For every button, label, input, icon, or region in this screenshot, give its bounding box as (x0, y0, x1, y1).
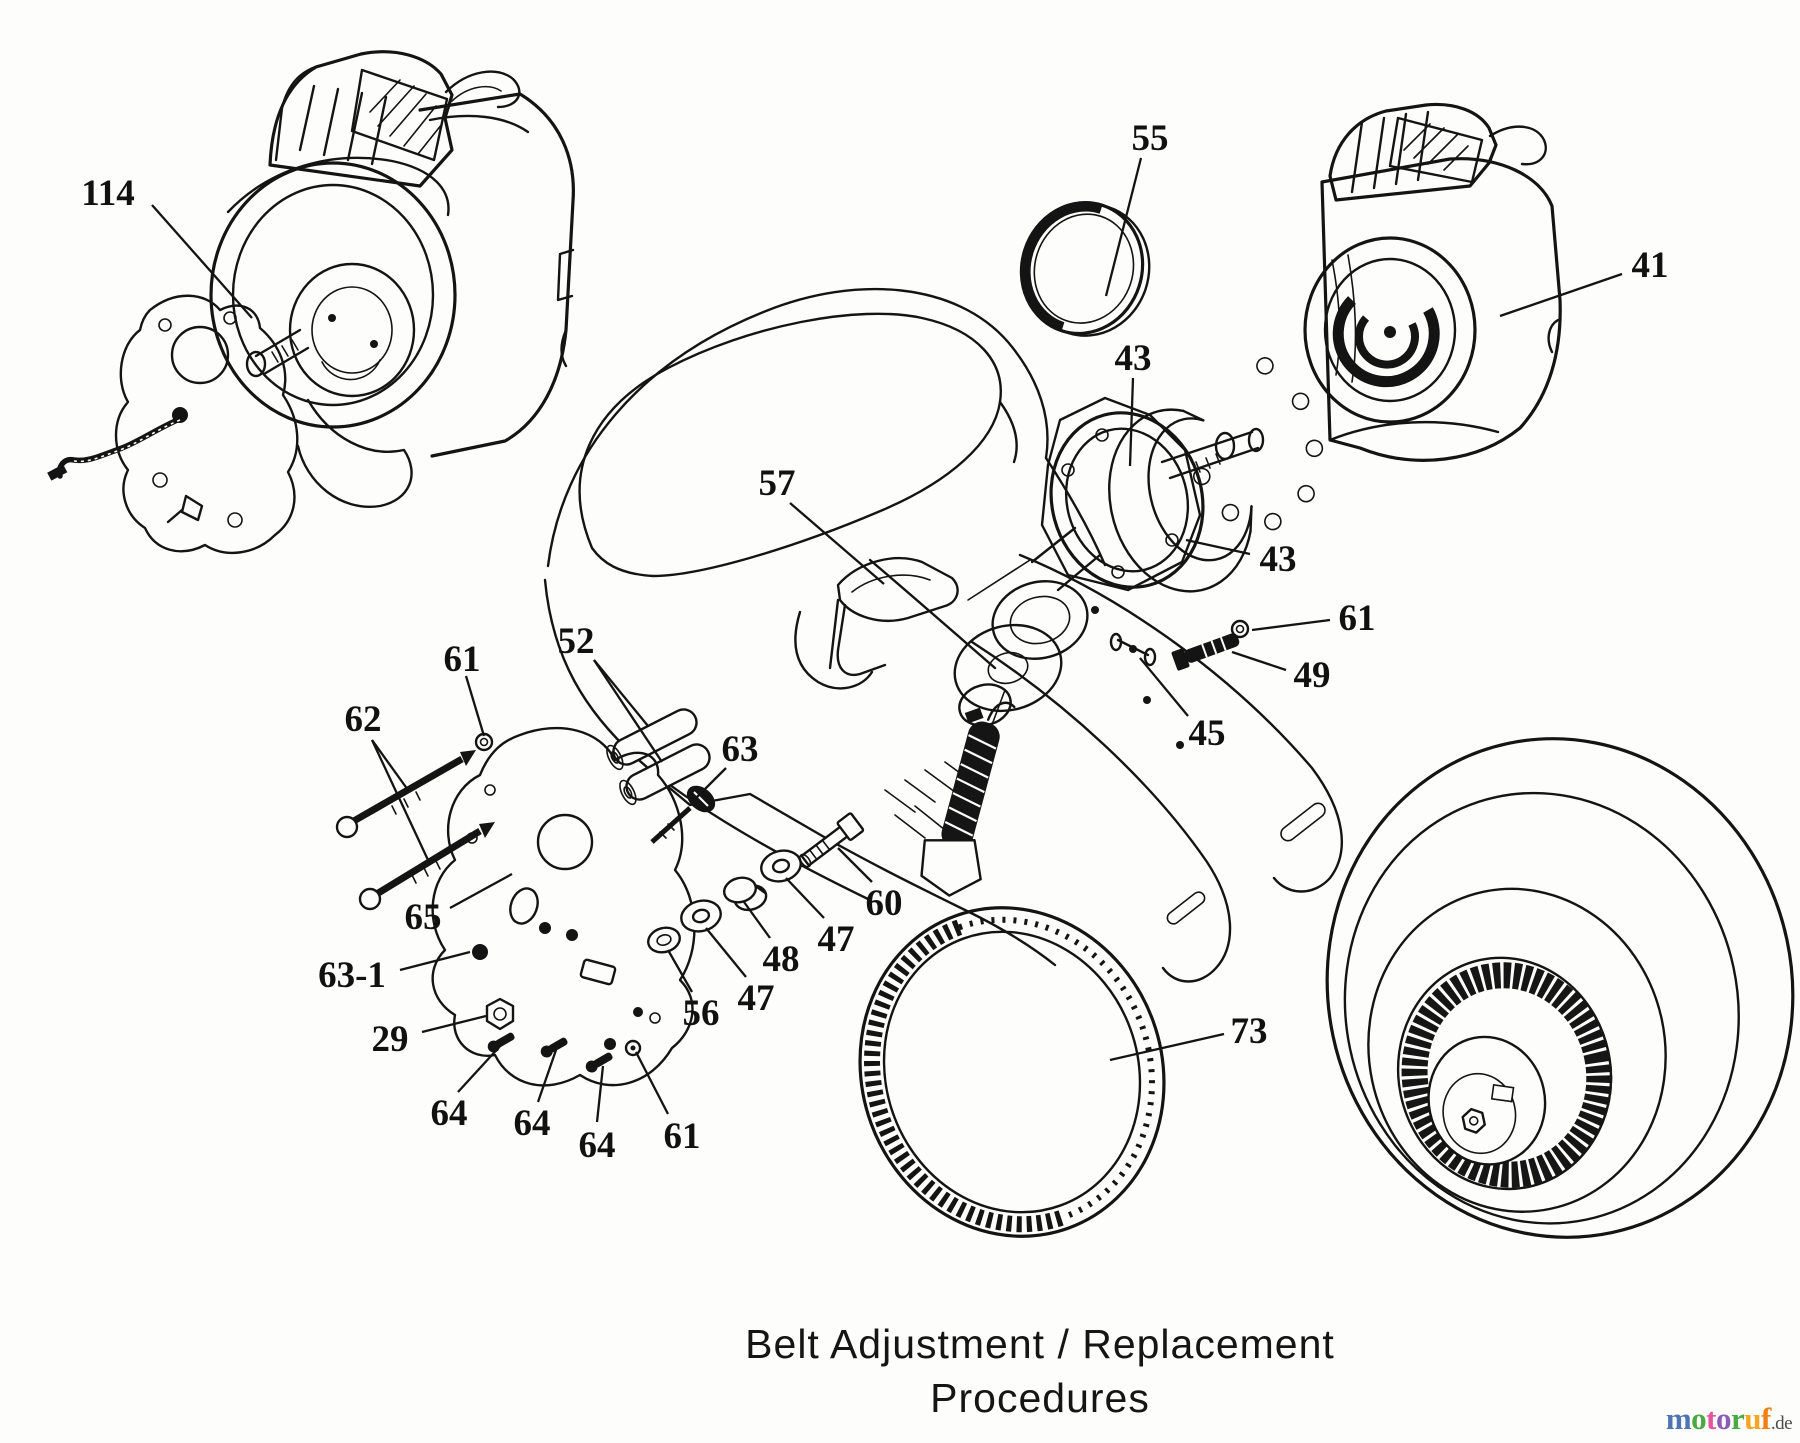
leader-line-52 (593, 659, 663, 763)
logo-letter: t (1706, 1401, 1716, 1436)
part-label-60: 60 (866, 883, 903, 924)
part-label-56: 56 (683, 993, 720, 1034)
belt-guard-57 (794, 557, 959, 690)
part-label-65: 65 (405, 897, 442, 938)
part-label-64a: 64 (431, 1093, 468, 1134)
lock-ring-43 (1108, 357, 1324, 593)
leader-line-49 (1231, 650, 1287, 672)
logo-letter: o (1691, 1401, 1707, 1436)
part-label-73: 73 (1231, 1011, 1268, 1052)
logo-letter: m (1665, 1401, 1692, 1436)
part-label-64c: 64 (579, 1125, 616, 1166)
bolt-62-lower (358, 822, 495, 911)
leader-line-52 (593, 659, 649, 727)
part-label-45: 45 (1189, 713, 1226, 754)
screw-64-1 (487, 1032, 515, 1053)
part-label-61a: 61 (444, 639, 481, 680)
logo-letter: o (1715, 1401, 1732, 1436)
part-label-64b: 64 (514, 1103, 551, 1144)
screw-64-2 (540, 1037, 568, 1058)
leader-line-63-1 (399, 950, 471, 972)
nut-29 (485, 997, 515, 1031)
hardware-center (647, 812, 865, 954)
oring-55 (1019, 200, 1151, 337)
leader-line-65 (449, 872, 513, 910)
part-label-61b: 61 (664, 1116, 701, 1157)
leader-line-47b (785, 877, 825, 919)
hardware-left (335, 708, 716, 1087)
part-label-43b: 43 (1260, 539, 1297, 580)
engine-assembly-left (47, 50, 575, 555)
tensioner-spring (920, 701, 1016, 897)
part-label-63-1: 63-1 (318, 955, 386, 996)
leader-line-48 (743, 901, 771, 939)
washer-47-left (680, 899, 722, 933)
leader-line-73 (1109, 1032, 1225, 1062)
belt-73 (858, 906, 1166, 1238)
nut-56 (647, 926, 681, 954)
part-label-114: 114 (81, 173, 134, 214)
engine-assembly-right (1303, 102, 1562, 462)
bolt-62-upper (335, 750, 476, 839)
plate-65 (431, 727, 696, 1087)
part-label-48: 48 (763, 939, 800, 980)
leader-line-61a (464, 675, 486, 737)
nut-61-bottom (624, 1039, 642, 1057)
part-label-41: 41 (1632, 245, 1669, 286)
hub-assembly (953, 396, 1265, 731)
leader-line-62 (370, 739, 430, 861)
part-label-57: 57 (759, 463, 796, 504)
leader-line-45 (1139, 657, 1189, 717)
ignition-wire (56, 415, 185, 479)
part-label-29: 29 (372, 1019, 409, 1060)
leader-line-47a (705, 927, 747, 978)
nut-61-left (474, 732, 494, 752)
screw-63 (650, 785, 716, 844)
part-label-62: 62 (345, 699, 382, 740)
part-labels: 114 55 41 43 43 57 52 61 62 63 65 63-1 29 64 64 64 61 56 4… (81, 118, 1668, 1166)
part-label-61c: 61 (1339, 598, 1376, 639)
screw-64-3 (585, 1052, 613, 1073)
leader-line-114 (151, 204, 253, 319)
ball-63-1 (472, 944, 488, 960)
washer-47-right (760, 849, 802, 883)
leader-line-63 (691, 767, 727, 803)
leader-line-55 (1104, 157, 1143, 297)
leader-line-41 (1499, 272, 1623, 318)
motoruf-logo-suffix: .de (1770, 1413, 1793, 1434)
part-label-43a: 43 (1115, 338, 1152, 379)
caption-line-2: Procedures (930, 1375, 1150, 1421)
leader-line-61c (1251, 618, 1331, 632)
leader-line-61b (634, 1051, 670, 1115)
leader-line-43b (1185, 538, 1251, 556)
part-label-47b: 47 (818, 919, 855, 960)
leader-line-64a (457, 1043, 503, 1093)
leader-line-43a (1128, 377, 1135, 467)
part-label-63: 63 (722, 729, 759, 770)
leader-line-64b (536, 1049, 558, 1103)
logo-letter: u (1744, 1401, 1761, 1436)
part-label-47a: 47 (738, 978, 775, 1019)
wheel-assembly (1325, 737, 1795, 1239)
motoruf-watermark: motoruf.de (1666, 1401, 1793, 1437)
part-label-52: 52 (558, 621, 595, 662)
nut-61-right (1230, 619, 1250, 639)
leader-line-60 (837, 847, 873, 883)
motoruf-logo-text: motoruf (1666, 1401, 1771, 1436)
logo-letter: r (1730, 1401, 1745, 1436)
part-label-49: 49 (1294, 655, 1331, 696)
spacer-48 (723, 876, 768, 912)
leader-line-62 (371, 739, 409, 791)
bolt-60 (799, 812, 865, 868)
leader-line-29 (421, 1014, 487, 1034)
leader-line-57 (789, 502, 885, 585)
leader-line-64c (595, 1065, 605, 1123)
bolt-49 (1171, 633, 1240, 671)
caption-line-1: Belt Adjustment / Replacement (745, 1321, 1335, 1367)
part-label-55: 55 (1132, 118, 1169, 159)
pin-45 (1109, 632, 1157, 667)
leader-line-56 (667, 949, 693, 993)
logo-letter: f (1760, 1401, 1771, 1436)
